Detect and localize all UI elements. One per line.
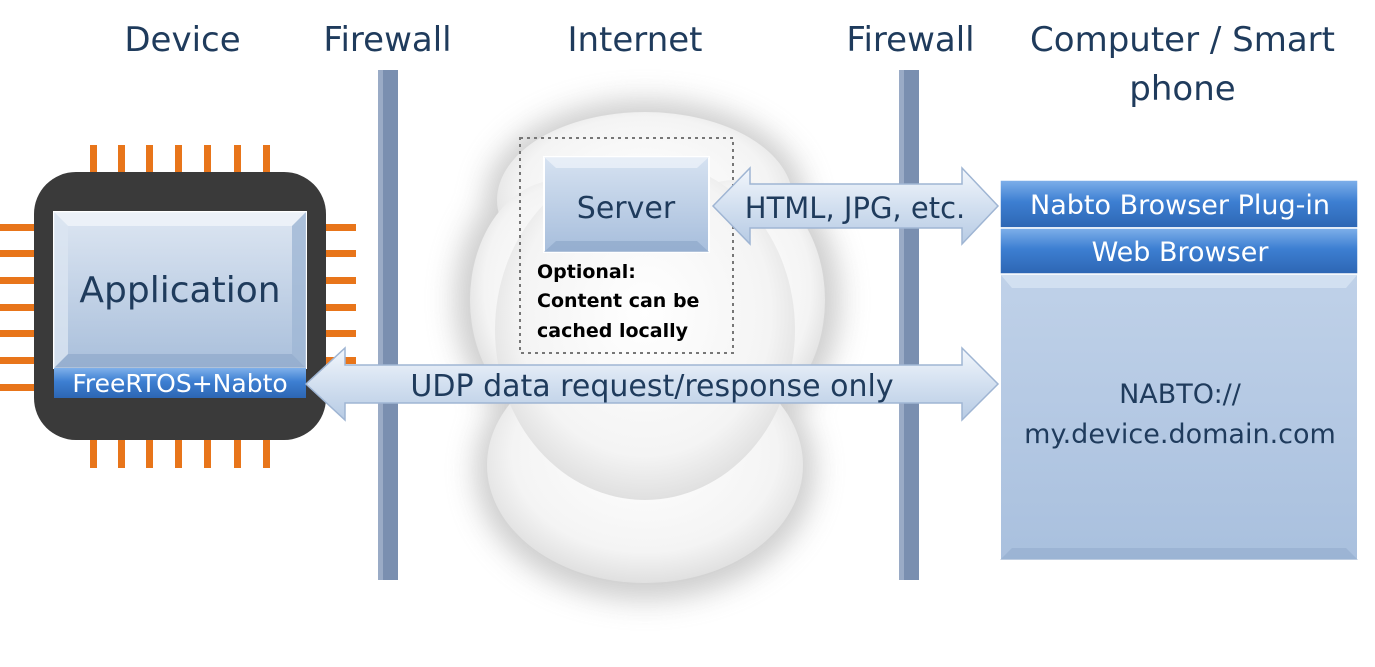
server-note-line1: Optional: — [537, 261, 636, 283]
server-note-line3: cached locally — [537, 320, 689, 342]
application-label: Application — [79, 270, 280, 311]
nabto-plugin-label: Nabto Browser Plug-in — [1030, 190, 1330, 221]
internet-heading: Internet — [567, 20, 703, 60]
nabto-url-line2: my.device.domain.com — [1024, 419, 1336, 450]
web-browser-label: Web Browser — [1092, 237, 1270, 268]
firewall-right-heading: Firewall — [846, 20, 975, 60]
freertos-nabto-label: FreeRTOS+Nabto — [72, 369, 287, 398]
server-note-line2: Content can be — [537, 290, 699, 312]
client-heading-line1: Computer / Smart — [1030, 20, 1335, 60]
nabto-url-line1: NABTO:// — [1119, 379, 1242, 410]
server-note: Optional: Content can be cached locally — [537, 261, 699, 342]
html-arrow: HTML, JPG, etc. — [711, 166, 1000, 246]
html-arrow-label: HTML, JPG, etc. — [745, 191, 965, 225]
device-heading: Device — [124, 20, 241, 60]
web-browser-bar: Web Browser — [999, 227, 1359, 275]
application-box: Application — [53, 211, 307, 369]
udp-arrow: UDP data request/response only — [304, 346, 1000, 422]
firewall-left-heading: Firewall — [323, 20, 452, 60]
server-label: Server — [577, 191, 676, 226]
udp-arrow-label: UDP data request/response only — [410, 369, 893, 404]
freertos-nabto-bar: FreeRTOS+Nabto — [54, 368, 306, 398]
server-optional-region — [519, 137, 734, 354]
nabto-plugin-bar: Nabto Browser Plug-in — [999, 179, 1359, 229]
server-box: Server — [543, 156, 710, 253]
client-heading-line2: phone — [1129, 69, 1236, 109]
